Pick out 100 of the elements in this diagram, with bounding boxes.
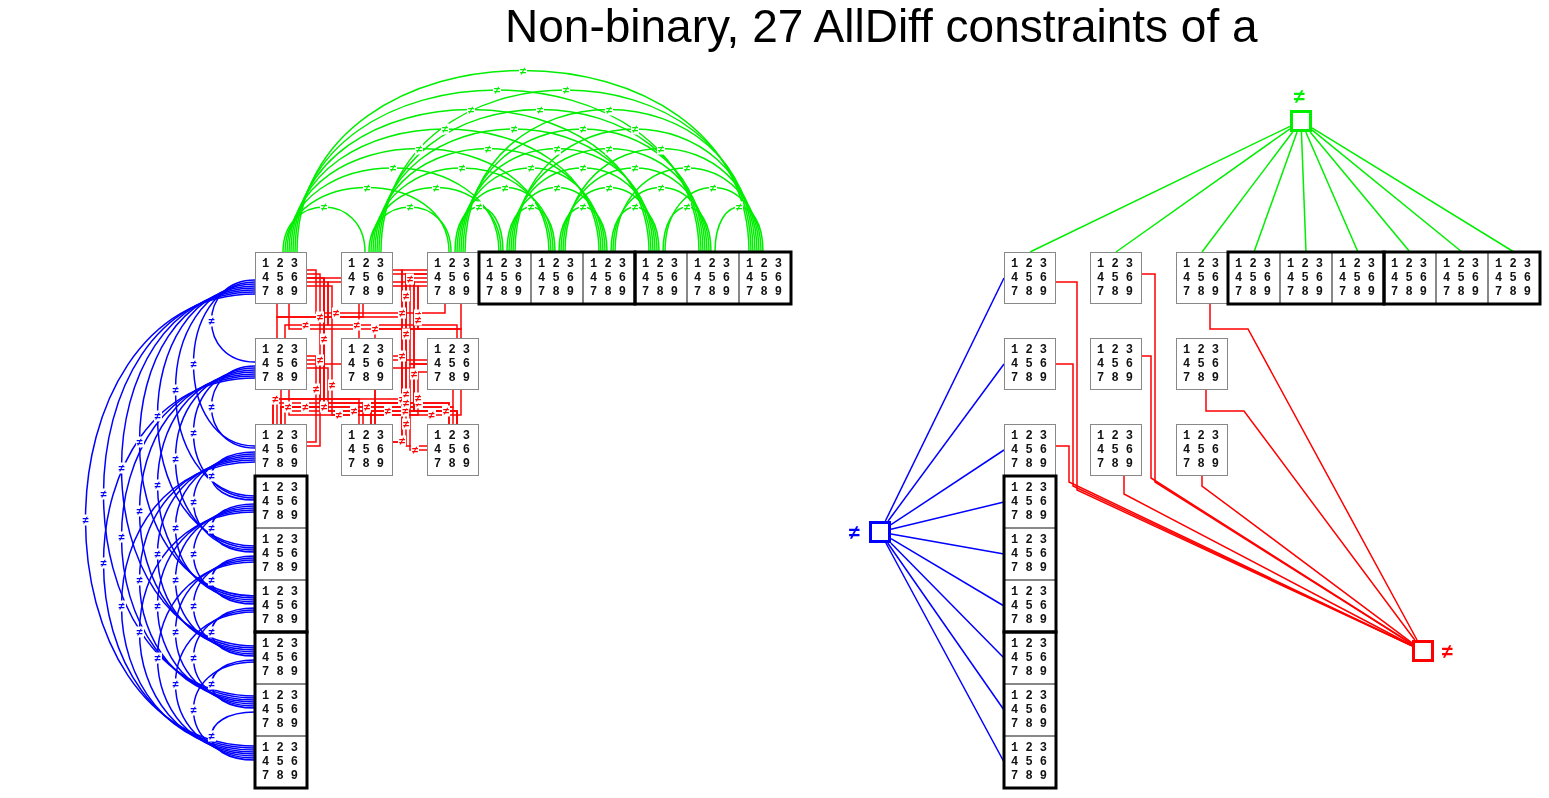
constraint-arc [102,291,256,697]
edge-label: ≠ [284,401,292,413]
constraint-arc [284,410,458,425]
edge-label: ≠ [579,201,587,213]
domain-cell: 1 2 3 4 5 6 7 8 9 [1004,424,1056,476]
constraint-arc [294,89,700,253]
edge-label: ≠ [553,182,561,193]
edge-label: ≠ [493,84,501,96]
constraint-arc [138,287,256,597]
edge-label: ≠ [406,273,414,285]
edge-label: ≠ [410,368,418,380]
edge-label: ≠ [402,290,410,302]
constraint-arc [284,186,450,253]
inequality-sign: ≠ [1294,86,1305,106]
edge-label: ≠ [135,505,144,517]
edge-label: ≠ [683,201,691,213]
constraint-arc [174,369,256,549]
connector-line [890,501,1005,531]
edge-label: ≠ [153,410,162,422]
domain-cell: 1 2 3 4 5 6 7 8 9 [255,424,307,476]
connector-line [1305,131,1359,253]
edge-label: ≠ [441,123,449,135]
constraint-arc [210,555,256,605]
edge-label: ≠ [99,557,108,569]
edge-label: ≠ [207,522,216,534]
connector-line [1201,475,1413,644]
constraint-arc [510,167,656,253]
edge-label: ≠ [535,104,544,115]
constraint-arc [370,186,502,253]
edge-label: ≠ [467,104,475,115]
constraint-arc [156,371,256,599]
edge-label: ≠ [415,143,423,154]
connector-line [1055,445,1413,647]
edge-label: ≠ [579,162,587,174]
constraint-arc [306,273,321,447]
edge-label: ≠ [135,436,144,448]
constraint-arc [192,367,256,499]
edge-label: ≠ [402,328,410,340]
constraint-arc [192,661,256,759]
domain-cell: 1 2 3 4 5 6 7 8 9 [427,338,479,390]
constraint-arc [610,206,660,253]
edge-label: ≠ [605,182,613,193]
edge-label: ≠ [207,626,216,638]
constraint-arc [120,375,256,699]
constraint-arc [174,455,256,601]
constraint-arc [358,303,446,314]
constraint-arc [192,281,256,447]
title: Non-binary, 27 AllDiff constraints of a [505,0,1258,52]
constraint-arc [210,279,256,363]
constraint-arc [409,363,428,451]
edge-label: ≠ [171,522,180,534]
edge-label: ≠ [411,444,419,456]
constraint-arc [288,303,462,330]
constraint-arc [174,283,256,497]
connector-line [884,277,1005,522]
edge-label: ≠ [320,401,328,413]
edge-label: ≠ [527,201,535,213]
edge-label: ≠ [189,496,198,508]
constraint-arc [288,147,550,253]
edge-label: ≠ [271,393,280,405]
constraint-arc [210,607,256,657]
domain-cell: 1 2 3 4 5 6 7 8 9 [1090,252,1142,304]
edge-label: ≠ [562,84,570,96]
constraint-arc [454,206,504,253]
constraint-arc [380,89,752,253]
connector-line [890,537,1005,607]
constraint-arc [558,206,608,253]
edge-label: ≠ [153,548,162,560]
edge-label: ≠ [362,182,371,193]
constraint-arc [458,167,604,253]
constraint-arc [156,561,256,755]
constraint-node [869,521,891,543]
inequality-sign: ≠ [1442,641,1453,661]
edge-label: ≠ [207,730,216,742]
constraint-arc [378,108,702,253]
domain-cell: 1 2 3 4 5 6 7 8 9 [255,528,307,580]
edge-label: ≠ [171,574,180,586]
connector-line [1311,129,1463,253]
connector-line [1141,355,1413,645]
edge-label: ≠ [328,379,336,391]
constraint-arc [409,277,428,365]
constraint-arc [284,281,342,339]
constraint-arc [192,609,256,707]
domain-cell: 1 2 3 4 5 6 7 8 9 [1436,252,1488,304]
edge-label: ≠ [189,358,198,370]
constraint-arc [138,459,256,701]
edge-label: ≠ [171,384,180,396]
domain-cell: 1 2 3 4 5 6 7 8 9 [531,252,583,304]
connector-line [890,533,1005,555]
edge-label: ≠ [350,405,358,417]
domain-cell: 1 2 3 4 5 6 7 8 9 [1090,338,1142,390]
inequality-sign: ≠ [849,522,860,542]
connector-line [887,363,1005,522]
constraint-arc [210,711,256,761]
edge-label: ≠ [398,350,406,362]
edge-label: ≠ [458,162,466,174]
constraint-arc [138,511,256,753]
constraint-arc [306,355,317,443]
edge-label: ≠ [117,462,126,474]
constraint-arc [664,186,762,253]
